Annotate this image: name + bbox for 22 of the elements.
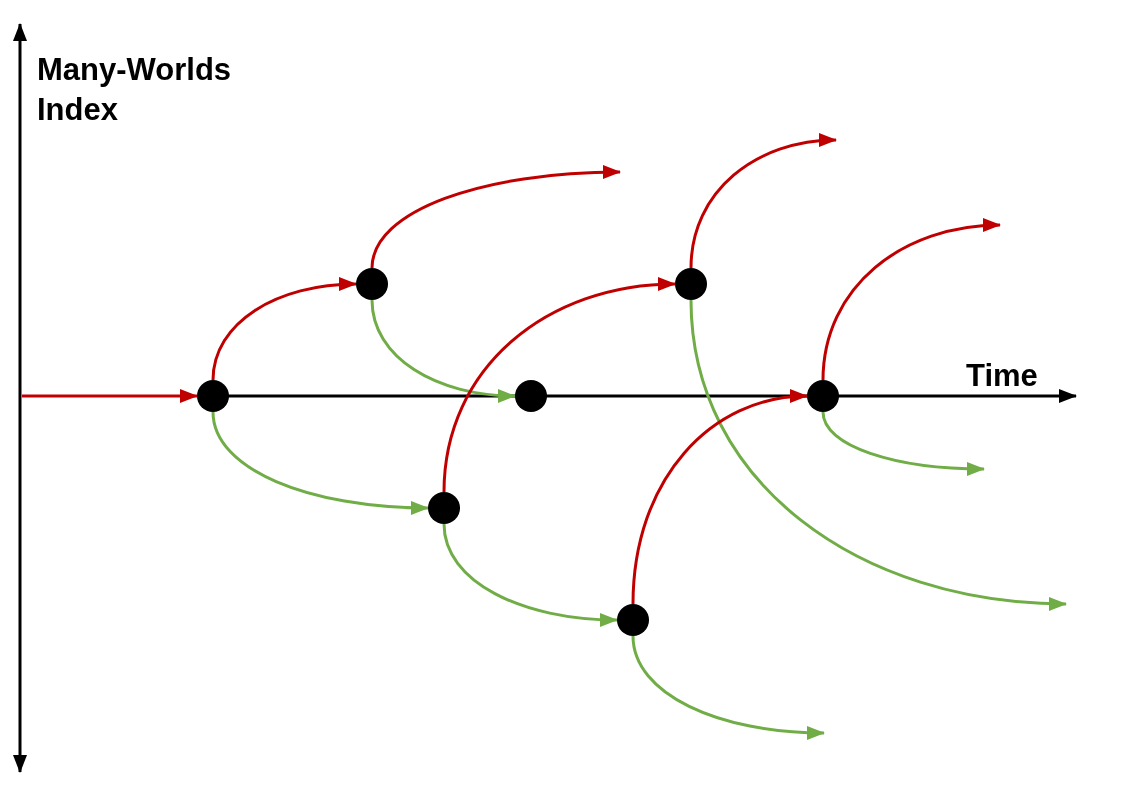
branch-arrow xyxy=(370,299,516,403)
branch-arrow xyxy=(442,523,618,627)
branch-arrow xyxy=(631,635,825,740)
branch-point-dot xyxy=(197,380,229,412)
branch-arrow xyxy=(442,277,676,493)
branch-arrow xyxy=(689,299,1067,611)
branch-arrow xyxy=(211,411,429,515)
branch-point-dot xyxy=(356,268,388,300)
branch-arrow xyxy=(211,277,357,381)
axis-label: Many-Worlds Index xyxy=(37,51,233,129)
branch-arrow xyxy=(631,390,808,605)
branch-point-dot xyxy=(617,604,649,636)
branch-point-dot xyxy=(515,380,547,412)
branch-arrow xyxy=(22,389,198,403)
branch-arrow xyxy=(689,133,837,269)
branch-point-dot xyxy=(807,380,839,412)
branch-arrow xyxy=(821,218,1001,381)
branch-point-dot xyxy=(428,492,460,524)
branch-arrow xyxy=(821,411,985,476)
branch-arrow xyxy=(370,165,621,269)
axis-label: Time xyxy=(966,357,1039,395)
branch-point-dot xyxy=(675,268,707,300)
